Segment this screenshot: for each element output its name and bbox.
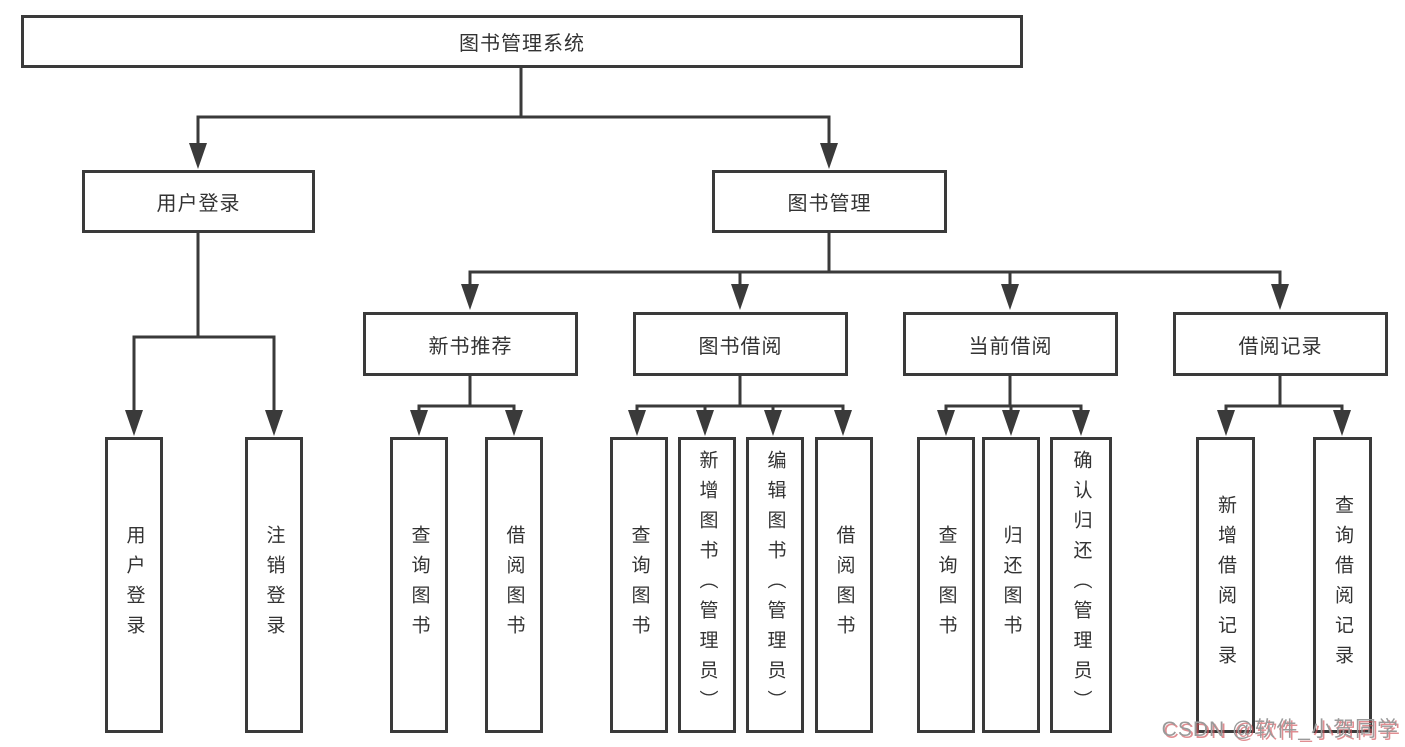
leaf-add-book-admin-label: 新增图书（管理员） [696,450,718,720]
leaf-edit-book-admin: 编辑图书（管理员） [746,437,804,733]
node-user-login: 用户登录 [82,170,315,233]
csdn-watermark: CSDN @软件_小贺同学 [1161,718,1399,741]
leaf-add-borrow-record: 新增借阅记录 [1196,437,1255,733]
leaf-query-book-recommend-label: 查询图书 [408,525,430,645]
leaf-user-login: 用户登录 [105,437,163,733]
leaf-borrow-book-recommend-label: 借阅图书 [503,525,525,645]
node-user-login-label: 用户登录 [156,193,241,215]
node-book-borrowing-label: 图书借阅 [698,335,783,358]
leaf-logout: 注销登录 [245,437,303,733]
leaf-user-login-label: 用户登录 [123,525,145,645]
leaf-query-book-borrowing: 查询图书 [610,437,668,733]
leaf-query-book-current-label: 查询图书 [935,525,957,645]
leaf-borrow-book-borrowing-label: 借阅图书 [833,525,855,645]
leaf-query-book-borrowing-label: 查询图书 [628,525,650,645]
leaf-return-book: 归还图书 [982,437,1040,733]
leaf-query-borrow-record-label: 查询借阅记录 [1332,495,1353,675]
leaf-borrow-book-recommend: 借阅图书 [485,437,543,733]
node-book-management-label: 图书管理 [787,193,872,215]
node-borrow-records-label: 借阅记录 [1238,335,1323,358]
node-new-book-recommend: 新书推荐 [363,312,578,376]
node-borrow-records: 借阅记录 [1173,312,1388,376]
leaf-borrow-book-borrowing: 借阅图书 [815,437,873,733]
node-book-management: 图书管理 [712,170,947,233]
node-current-borrowing-label: 当前借阅 [968,335,1053,358]
leaf-add-borrow-record-label: 新增借阅记录 [1215,495,1236,675]
leaf-query-book-recommend: 查询图书 [390,437,448,733]
leaf-logout-label: 注销登录 [263,525,285,645]
node-book-borrowing: 图书借阅 [633,312,848,376]
leaf-return-book-label: 归还图书 [1000,525,1022,645]
leaf-query-borrow-record: 查询借阅记录 [1313,437,1372,733]
leaf-add-book-admin: 新增图书（管理员） [678,437,736,733]
node-new-book-recommend-label: 新书推荐 [428,335,513,358]
leaf-confirm-return-admin-label: 确认归还（管理员） [1070,450,1092,720]
node-root: 图书管理系统 [21,15,1023,68]
leaf-confirm-return-admin: 确认归还（管理员） [1050,437,1112,733]
leaf-edit-book-admin-label: 编辑图书（管理员） [764,450,786,720]
leaf-query-book-current: 查询图书 [917,437,975,733]
node-current-borrowing: 当前借阅 [903,312,1118,376]
node-root-label: 图书管理系统 [459,33,585,55]
